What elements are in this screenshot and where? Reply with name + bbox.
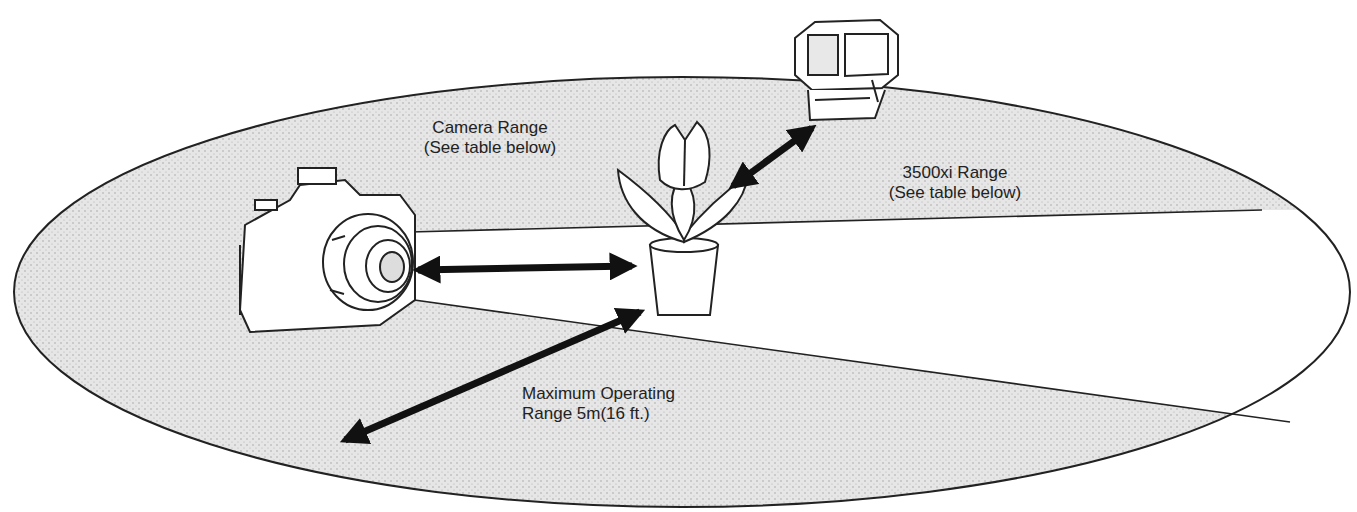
range-label: Camera Range (See table below): [415, 118, 565, 159]
flower-pot: [618, 122, 748, 315]
range-label: 3500xi Range (See table below): [880, 163, 1030, 204]
camera: [240, 168, 415, 332]
floor-range: [14, 77, 1357, 507]
flash-unit: [795, 20, 898, 120]
range-arrows: [345, 128, 812, 440]
range-label: Maximum Operating Range 5m(16 ft.): [522, 384, 747, 425]
